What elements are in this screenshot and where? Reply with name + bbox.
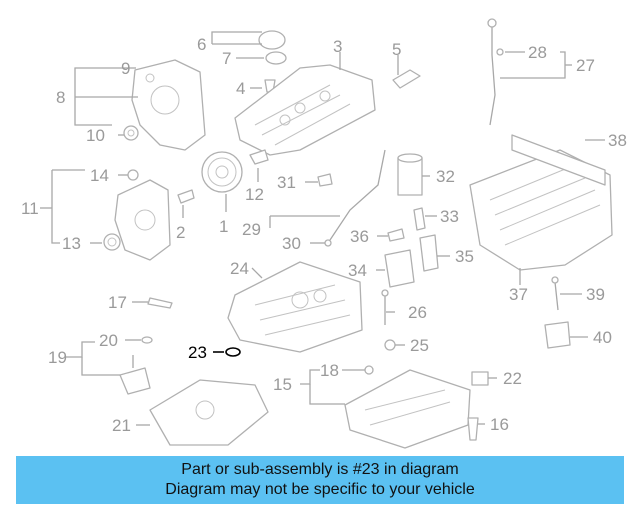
seal-13-drawing: [103, 233, 121, 251]
oil-filter-drawing: [397, 157, 423, 196]
seal-30-drawing: [324, 239, 332, 247]
bolt-16-drawing: [467, 417, 479, 441]
callout-20: 20: [99, 331, 118, 350]
callout-7: 7: [222, 49, 231, 68]
seal-10-drawing: [123, 125, 139, 141]
lower-timing-cover-drawing: [114, 179, 171, 261]
callout-16: 16: [490, 415, 509, 434]
oring-23-drawing: [225, 347, 241, 357]
callout-11: 11: [21, 199, 39, 218]
callout-8: 8: [56, 88, 65, 107]
callout-3: 3: [333, 37, 342, 56]
bolt-25-drawing: [384, 339, 396, 351]
callout-34: 34: [348, 261, 367, 280]
callout-23: 23: [188, 343, 207, 362]
callout-15: 15: [273, 375, 292, 394]
lower-oil-pan-drawing: [344, 369, 471, 449]
sensor-33-drawing: [413, 207, 426, 231]
callout-37: 37: [509, 285, 528, 304]
callout-22: 22: [503, 369, 522, 388]
parts-exploded-diagram: 1 2 3 4 5 6 7 8 9 10 11 12 13 14 15 16 1…: [21, 18, 627, 449]
callout-24: 24: [230, 259, 249, 278]
bolt-12-drawing: [249, 149, 269, 165]
callout-32: 32: [436, 167, 455, 186]
callout-25: 25: [410, 336, 429, 355]
callout-5: 5: [392, 40, 401, 59]
oil-cooler-drawing: [384, 249, 415, 288]
banner-line-2: Diagram may not be specific to your vehi…: [165, 481, 475, 498]
callout-1: 1: [219, 217, 228, 236]
cap-seal-drawing: [265, 51, 287, 65]
callout-6: 6: [197, 35, 206, 54]
callout-31: 31: [277, 173, 296, 192]
upper-oil-pan-drawing: [227, 261, 363, 353]
callout-30: 30: [282, 234, 301, 253]
dipstick-drawing: [489, 25, 496, 126]
info-banner: Part or sub-assembly is #23 in diagram D…: [16, 456, 624, 504]
callout-14: 14: [90, 166, 109, 185]
callout-17: 17: [108, 293, 127, 312]
bracket-5-drawing: [392, 69, 421, 89]
callout-26: 26: [408, 303, 427, 322]
callout-33: 33: [440, 207, 459, 226]
oil-cap-drawing: [258, 30, 286, 50]
callout-38: 38: [608, 131, 627, 150]
callout-12: 12: [245, 185, 264, 204]
callout-2: 2: [176, 223, 185, 242]
part-drawings: [103, 18, 613, 449]
manifold-gasket-drawing: [511, 134, 606, 186]
callout-labels: 1 2 3 4 5 6 7 8 9 10 11 12 13 14 15 16 1…: [21, 35, 627, 435]
pickup-19-drawing: [119, 367, 151, 395]
callout-21: 21: [112, 416, 131, 435]
leader-lines: [40, 31, 605, 426]
callout-27: 27: [576, 56, 595, 75]
baffle-21-drawing: [149, 379, 269, 446]
plug-22-drawing: [471, 371, 489, 386]
gasket-35-drawing: [419, 234, 439, 272]
callout-10: 10: [86, 126, 105, 145]
part-17-drawing: [147, 297, 173, 309]
plug-18-drawing: [364, 365, 374, 375]
seal-14-drawing: [127, 169, 139, 181]
sensor-31-drawing: [317, 173, 333, 187]
bolt-2-drawing: [177, 189, 195, 204]
callout-39: 39: [586, 285, 605, 304]
callout-18: 18: [320, 361, 339, 380]
callout-4: 4: [236, 79, 245, 98]
callout-35: 35: [455, 247, 474, 266]
callout-40: 40: [593, 328, 612, 347]
intake-manifold-drawing: [469, 149, 613, 271]
callout-36: 36: [350, 227, 369, 246]
dipstick-guide-drawing: [329, 149, 386, 241]
banner-line-1: Part or sub-assembly is #23 in diagram: [181, 461, 459, 478]
sensor-39-drawing: [554, 281, 559, 311]
callout-28: 28: [528, 43, 547, 62]
callout-19: 19: [48, 348, 67, 367]
valve-40-drawing: [544, 321, 571, 349]
callout-13: 13: [62, 234, 81, 253]
oring-20-drawing: [141, 336, 153, 344]
callout-9: 9: [121, 59, 130, 78]
upper-timing-cover-drawing: [131, 59, 206, 151]
callout-29: 29: [242, 220, 261, 239]
bolt-36-drawing: [387, 228, 405, 242]
